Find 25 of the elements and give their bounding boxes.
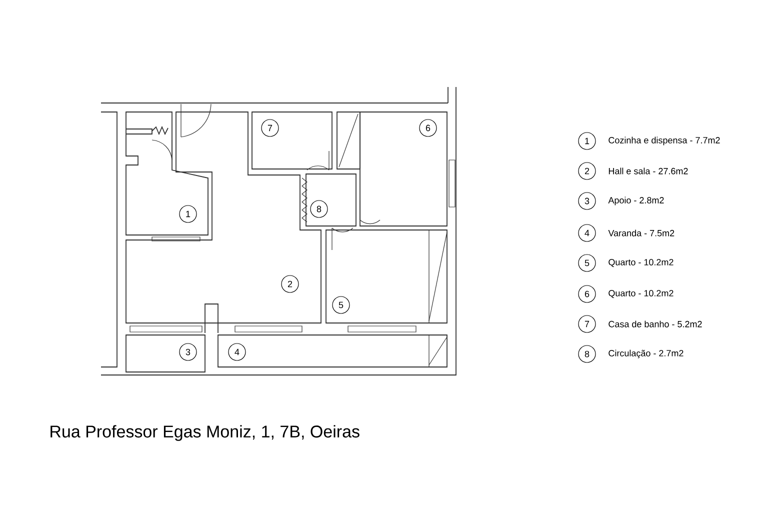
legend-number: 1 [578, 132, 596, 150]
room-number: 5 [332, 296, 350, 314]
legend-text: Apoio - 2.8m2 [608, 196, 664, 206]
legend-number: 3 [578, 192, 596, 210]
room-number: 7 [261, 119, 279, 137]
room-number: 1 [179, 205, 197, 223]
legend-text: Hall e sala - 27.6m2 [608, 168, 688, 174]
address-caption: Rua Professor Egas Moniz, 1, 7B, Oeiras [50, 425, 360, 441]
legend-text: Quarto - 10.2m2 [608, 259, 674, 267]
legend-text: Varanda - 7.5m2 [608, 230, 674, 236]
room-number: 4 [228, 343, 246, 361]
room-number: 6 [419, 119, 437, 137]
room-number: 8 [310, 200, 328, 218]
legend-number: 8 [578, 345, 596, 363]
legend-number: 5 [578, 254, 596, 272]
legend-text: Circulação - 2.7m2 [608, 350, 684, 358]
legend-text: Casa de banho - 5.2m2 [608, 320, 702, 328]
legend-number: 7 [578, 315, 596, 333]
legend-number: 2 [578, 162, 596, 180]
legend-text: Cozinha e dispensa - 7.7m2 [608, 136, 720, 146]
legend-text: Quarto - 10.2m2 [608, 290, 674, 298]
legend-number: 4 [578, 224, 596, 242]
room-number: 3 [179, 343, 197, 361]
room-number: 2 [281, 275, 299, 293]
legend-number: 6 [578, 285, 596, 303]
